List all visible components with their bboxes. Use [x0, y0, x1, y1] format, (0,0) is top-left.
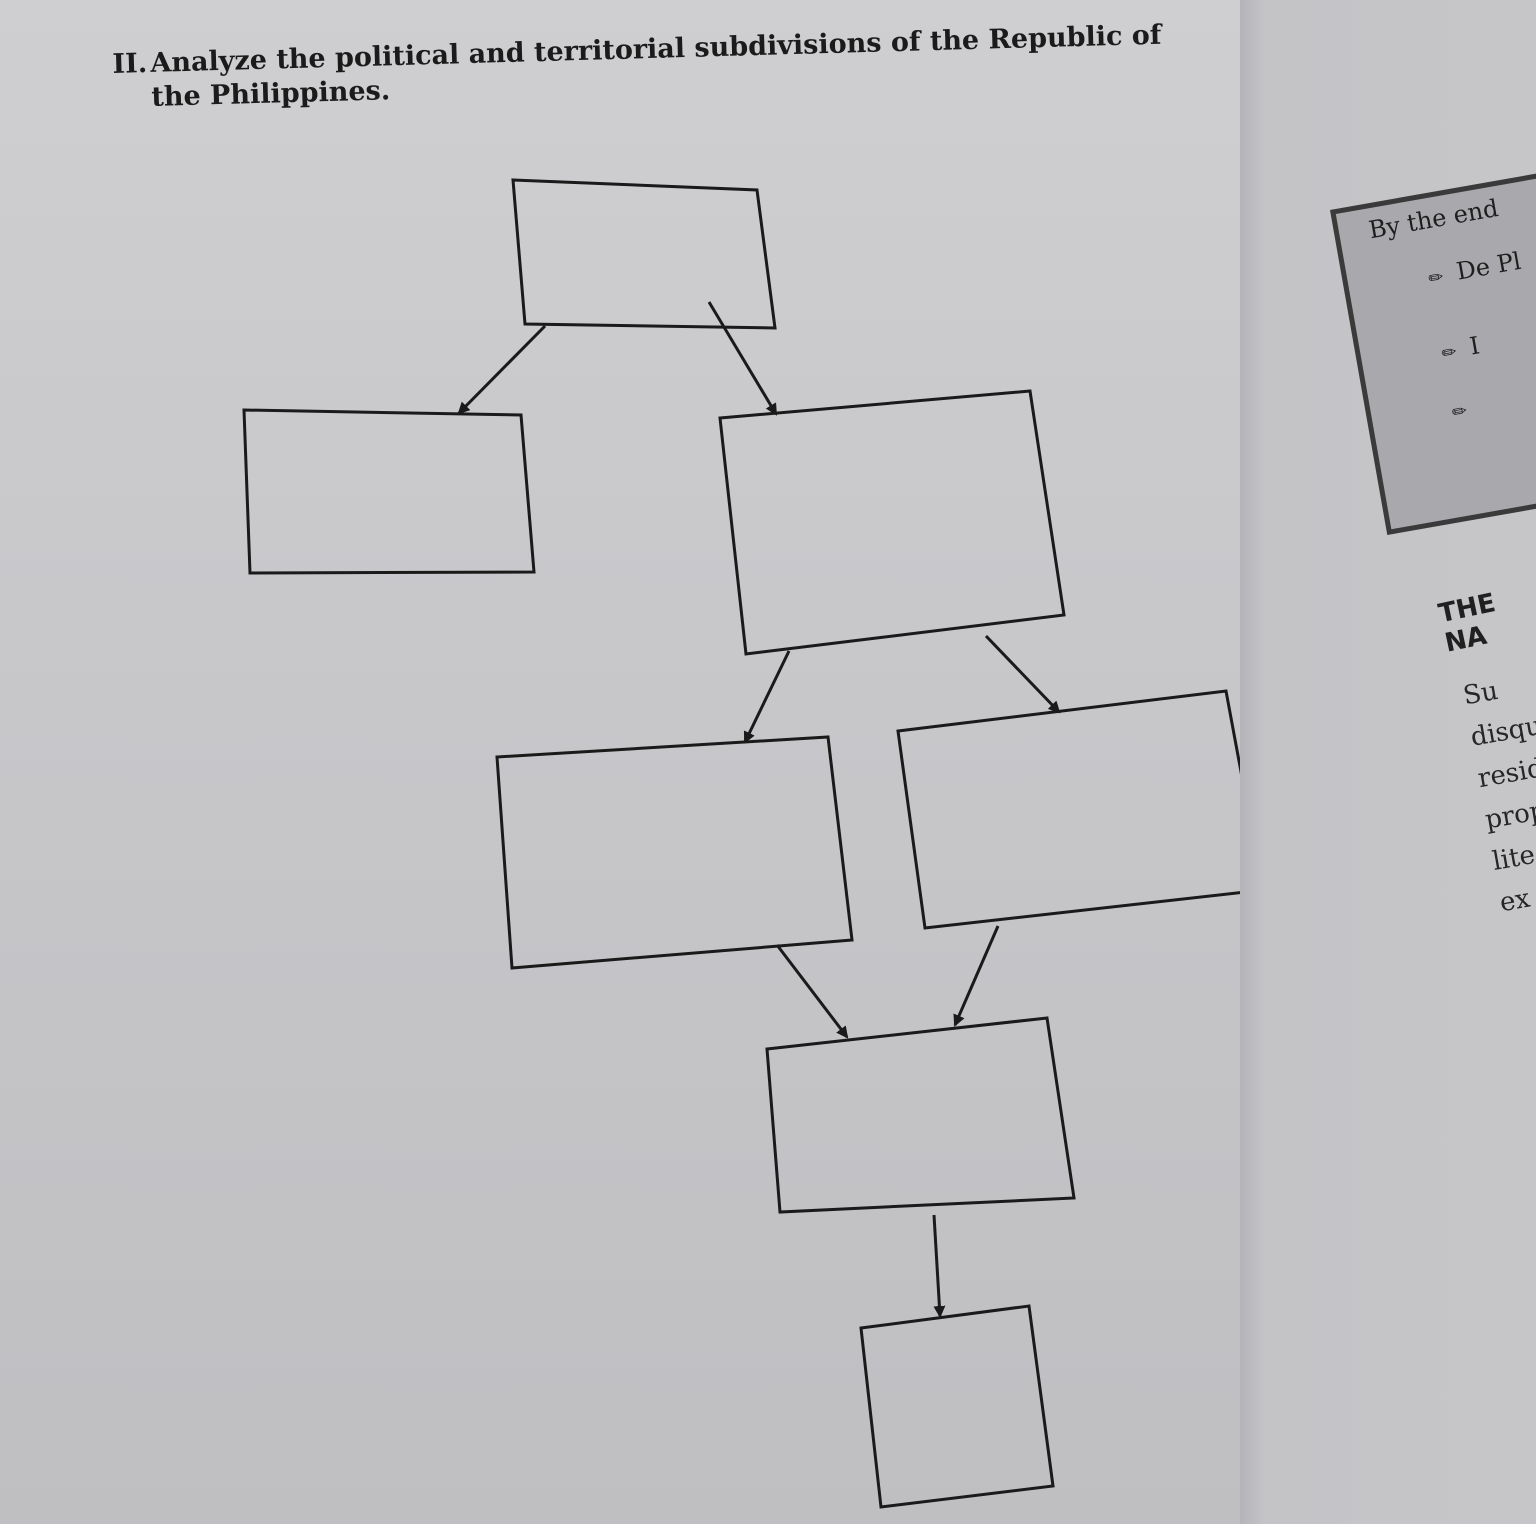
objective-item: ✏ [1449, 392, 1483, 425]
arrow-top-to-middle [707, 301, 778, 416]
flowchart-box-lower-right[interactable] [896, 689, 1240, 930]
pencil-bullet-icon: ✏ [1450, 400, 1469, 424]
flowchart-box-final[interactable] [859, 1304, 1055, 1509]
flowchart-box-bottom[interactable] [765, 1016, 1076, 1214]
flowchart-box-lower-left[interactable] [495, 735, 854, 970]
arrow-bottom-to-final [932, 1214, 946, 1318]
objective-item: ✏De Pl [1426, 246, 1524, 290]
flowchart-box-top[interactable] [511, 178, 777, 330]
objective-item: ✏I [1439, 331, 1482, 365]
flowchart-box-left[interactable] [242, 408, 536, 575]
arrow-middle-to-lower-right [984, 634, 1061, 714]
objectives-lead: By the end [1366, 194, 1501, 245]
pencil-bullet-icon: ✏ [1439, 341, 1459, 365]
arrow-middle-to-lower-left [743, 650, 791, 744]
flowchart-box-middle[interactable] [718, 389, 1066, 656]
arrow-top-to-left [457, 324, 547, 415]
pencil-bullet-icon: ✏ [1426, 266, 1446, 290]
arrow-lower-right-to-bottom [953, 925, 1000, 1027]
arrow-lower-left-to-bottom [775, 944, 849, 1039]
subdivision-flowchart [242, 178, 1240, 1509]
